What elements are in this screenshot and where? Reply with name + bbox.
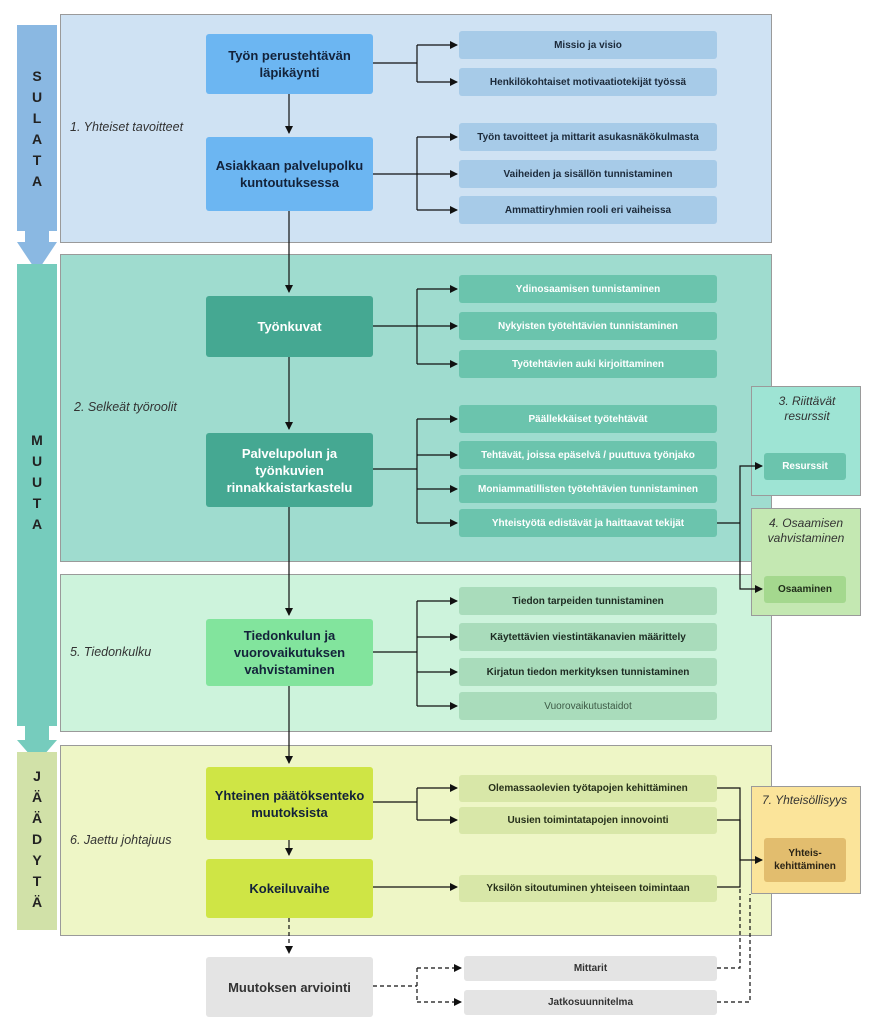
phase-letter: T: [32, 495, 42, 511]
section-title-community: 7. Yhteisöllisyys: [762, 793, 848, 807]
sub-goals-metrics[interactable]: Työn tavoitteet ja mittarit asukasnäköku…: [459, 123, 717, 151]
section-title-communication: 5. Tiedonkulku: [70, 645, 152, 659]
sub-professional-roles[interactable]: Ammattiryhmien rooli eri vaiheissa: [459, 196, 717, 224]
section-title-shared-leadership: 6. Jaettu johtajuus: [70, 833, 172, 847]
section-title-clear-roles: 2. Selkeät työroolit: [74, 400, 177, 414]
phase-letter: T: [32, 873, 42, 889]
main-step-job-descriptions[interactable]: Työnkuvat: [206, 296, 373, 357]
sub-metrics[interactable]: Mittarit: [464, 956, 717, 981]
main-step-joint-decision[interactable]: Yhteinen päätöksenteko muutoksista: [206, 767, 373, 840]
phase-letter: A: [31, 516, 43, 532]
sub-interaction-skills[interactable]: Vuorovaikutustaidot: [459, 692, 717, 720]
sub-mission-vision[interactable]: Missio ja visio: [459, 31, 717, 59]
phase-letter: U: [31, 453, 43, 469]
phase-letter: T: [32, 152, 42, 168]
phase-letter: U: [31, 89, 43, 105]
side-competence[interactable]: Osaaminen: [764, 576, 846, 603]
main-step-evaluation[interactable]: Muutoksen arviointi: [206, 957, 373, 1017]
sub-core-competence[interactable]: Ydinosaamisen tunnistaminen: [459, 275, 717, 303]
sub-individual-commitment[interactable]: Yksilön sitoutuminen yhteiseen toimintaa…: [459, 875, 717, 902]
sub-motivation[interactable]: Henkilökohtaiset motivaatiotekijät työss…: [459, 68, 717, 96]
sub-phases-content[interactable]: Vaiheiden ja sisällön tunnistaminen: [459, 160, 717, 188]
section-title-resources: 3. Riittävät resurssit: [778, 394, 836, 423]
phase-letter: Ä: [31, 789, 43, 805]
phase-letter: J: [33, 768, 41, 784]
sub-information-needs[interactable]: Tiedon tarpeiden tunnistaminen: [459, 587, 717, 615]
phase-letter: Y: [32, 852, 42, 868]
phase-letter: A: [31, 173, 43, 189]
phase-letter: S: [32, 68, 42, 84]
phase-letter: U: [31, 474, 43, 490]
phase-letter: Ä: [31, 894, 43, 910]
sub-writing-tasks[interactable]: Työtehtävien auki kirjoittaminen: [459, 350, 717, 378]
phase-arrows: [17, 25, 57, 930]
sub-current-tasks[interactable]: Nykyisten työtehtävien tunnistaminen: [459, 312, 717, 340]
phase-letter: M: [31, 432, 43, 448]
sub-communication-channels[interactable]: Käytettävien viestintäkanavien määrittel…: [459, 623, 717, 651]
phase-letter: L: [32, 110, 42, 126]
sub-recorded-information[interactable]: Kirjatun tiedon merkityksen tunnistamine…: [459, 658, 717, 686]
phase-letter: Ä: [31, 810, 43, 826]
main-step-parallel-review[interactable]: Palvelupolun ja työnkuvien rinnakkaistar…: [206, 433, 373, 507]
sub-multiprofessional-tasks[interactable]: Moniammatillisten työtehtävien tunnistam…: [459, 475, 717, 503]
sub-follow-up-plan[interactable]: Jatkosuunnitelma: [464, 990, 717, 1015]
sub-develop-practices[interactable]: Olemassaolevien työtapojen kehittäminen: [459, 775, 717, 802]
main-step-core-task[interactable]: Työn perustehtävän läpikäynti: [206, 34, 373, 94]
section-title-competence: 4. Osaamisen vahvistaminen: [767, 516, 845, 545]
sub-innovate-practices[interactable]: Uusien toimintatapojen innovointi: [459, 807, 717, 834]
phase-letter: D: [31, 831, 43, 847]
sub-unclear-division[interactable]: Tehtävät, joissa epäselvä / puuttuva työ…: [459, 441, 717, 469]
main-step-service-path[interactable]: Asiakkaan palvelupolku kuntoutuksessa: [206, 137, 373, 211]
main-step-pilot[interactable]: Kokeiluvaihe: [206, 859, 373, 918]
main-step-communication[interactable]: Tiedonkulun ja vuorovaikutuksen vahvista…: [206, 619, 373, 686]
side-resources[interactable]: Resurssit: [764, 453, 846, 480]
sub-overlapping-tasks[interactable]: Päällekkäiset työtehtävät: [459, 405, 717, 433]
phase-letter: A: [31, 131, 43, 147]
side-co-development[interactable]: Yhteis-kehittäminen: [764, 838, 846, 882]
sub-cooperation-factors[interactable]: Yhteistyötä edistävät ja haittaavat teki…: [459, 509, 717, 537]
section-title-shared-goals: 1. Yhteiset tavoitteet: [70, 120, 184, 134]
